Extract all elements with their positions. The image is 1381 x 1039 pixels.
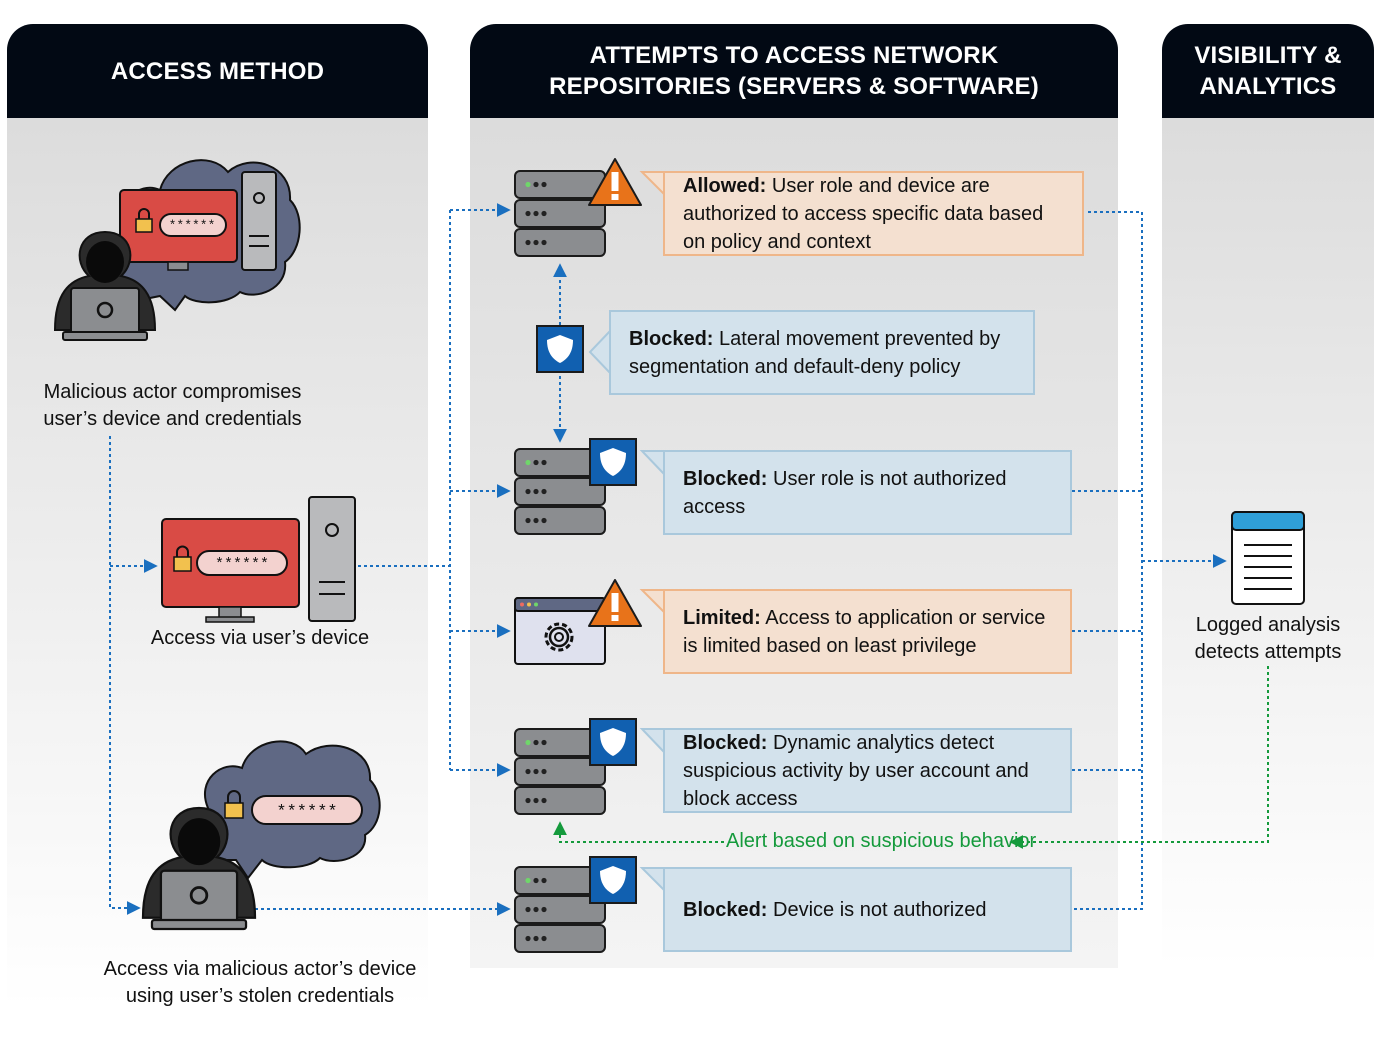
callout-status: Allowed: [683, 174, 767, 197]
application-window [514, 597, 606, 665]
attempts-column [470, 118, 1118, 968]
callout-text: User role is not authorized access [683, 467, 1007, 518]
callout-status: Blocked: [683, 731, 768, 754]
caption-logged-analysis: Logged analysis detects attempts [1194, 614, 1342, 663]
callout-status: Limited: [683, 606, 761, 629]
user-device [161, 496, 356, 623]
header-attempts: ATTEMPTS TO ACCESS NETWORK REPOSITORIES … [470, 24, 1118, 118]
callout-allowed: Allowed: User role and device are author… [663, 171, 1084, 256]
thought-cloud-bottom [194, 740, 381, 880]
caption-compromised: Malicious actor compromises user’s devic… [43, 381, 302, 430]
caption-actor-device: Access via malicious actor’s device usin… [103, 958, 417, 1007]
header-access-method: ACCESS METHOD [7, 24, 428, 118]
caption-user-device: Access via user’s device [150, 627, 370, 649]
callout-analytics-blocked: Blocked: Dynamic analytics detect suspic… [663, 728, 1072, 813]
callout-text: Lateral movement prevented by segmentati… [629, 327, 1001, 378]
callout-limited: Limited: Access to application or servic… [663, 589, 1072, 674]
password-mask-top: ****** [169, 218, 216, 233]
callout-status: Blocked: [683, 467, 768, 490]
callout-status: Blocked: [629, 327, 714, 350]
callout-status: Blocked: [683, 898, 768, 921]
callout-text: Device is not authorized [773, 898, 987, 921]
callout-text: Access to application or service is limi… [683, 606, 1046, 657]
shield-icon-4 [589, 856, 637, 904]
shield-icon-3 [589, 718, 637, 766]
callout-device-blocked: Blocked: Device is not authorized [663, 867, 1072, 952]
alert-label: Alert based on suspicious behavior [726, 830, 1037, 852]
callout-lateral-blocked: Blocked: Lateral movement prevented by s… [609, 310, 1035, 395]
log-document-icon [1231, 511, 1305, 605]
password-mask-bottom: ****** [276, 803, 337, 822]
header-visibility: VISIBILITY & ANALYTICS [1162, 24, 1374, 118]
shield-icon-lateral [536, 325, 584, 373]
shield-icon-2 [589, 438, 637, 486]
callout-role-blocked: Blocked: User role is not authorized acc… [663, 450, 1072, 535]
password-mask-middle: ****** [215, 556, 269, 573]
callout-text: Dynamic analytics detect suspicious acti… [683, 731, 1029, 810]
server-1 [514, 170, 606, 257]
callout-text: User role and device are authorized to a… [683, 174, 1044, 253]
thought-cloud-top [114, 159, 301, 312]
